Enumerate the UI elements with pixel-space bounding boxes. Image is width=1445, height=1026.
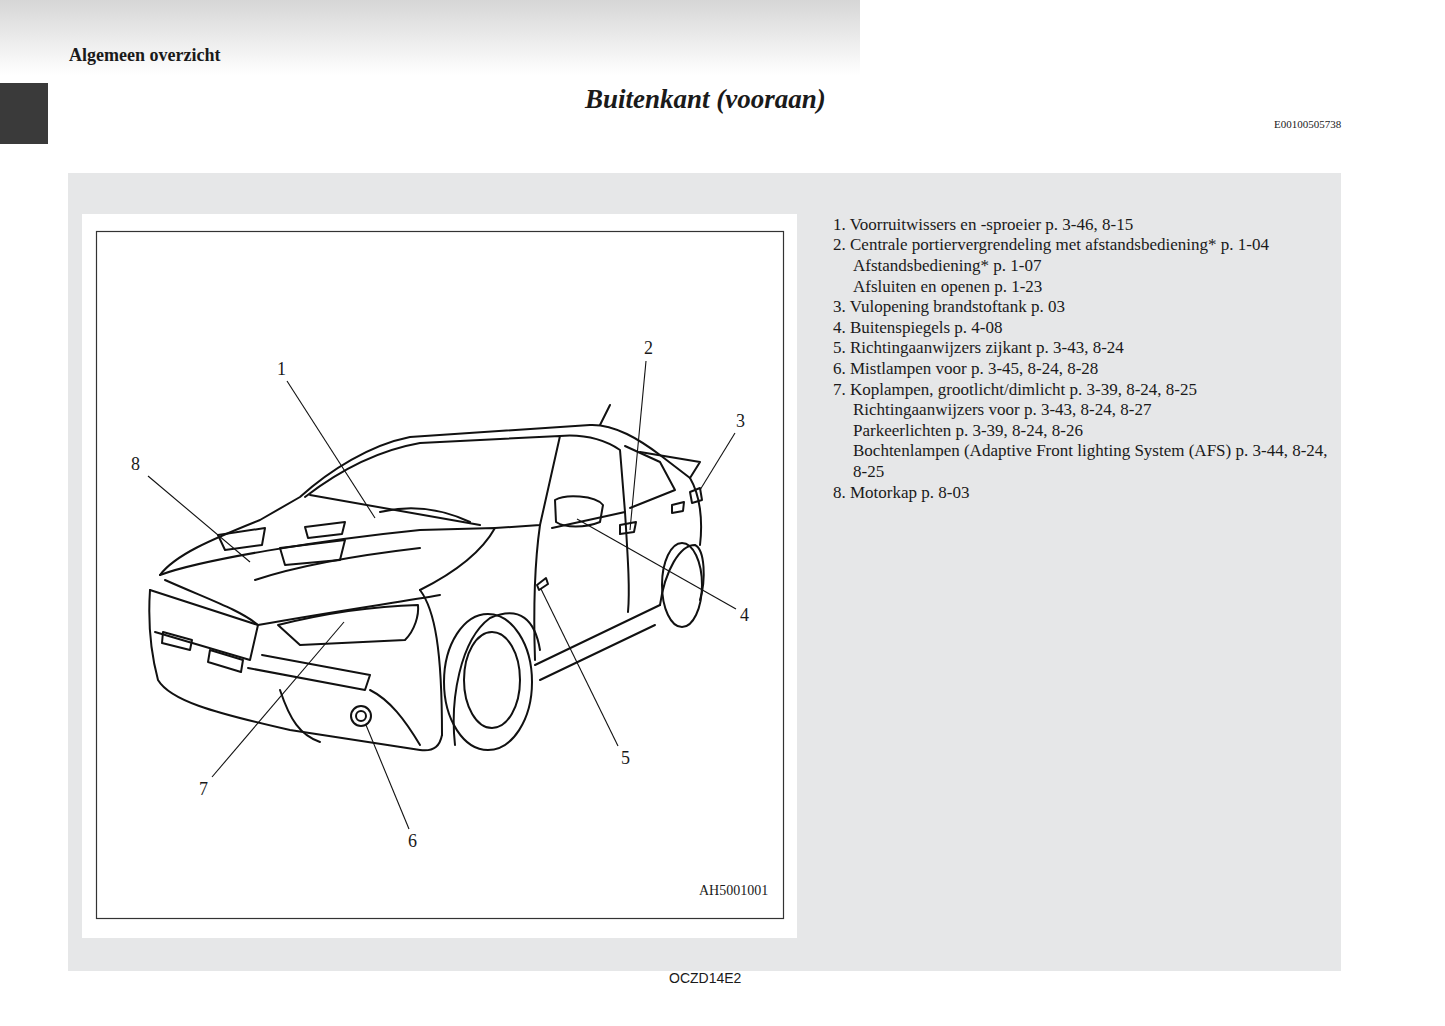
legend-entry: 1. Voorruitwissers en -sproeier p. 3-46,…: [833, 215, 1133, 236]
page-code: OCZD14E2: [669, 970, 741, 986]
legend-entry: Afsluiten en openen p. 1-23: [853, 277, 1042, 298]
callout-number: 8: [131, 454, 140, 475]
callout-number: 7: [199, 779, 208, 800]
legend-entry: 2. Centrale portiervergrendeling met afs…: [833, 235, 1269, 256]
callout-number: 2: [644, 338, 653, 359]
legend-entry: Afstandsbediening* p. 1-07: [853, 256, 1041, 277]
callout-number: 4: [740, 605, 749, 626]
legend-entry: 3. Vulopening brandstoftank p. 03: [833, 297, 1065, 318]
legend-entry: Bochtenlampen (Adaptive Front lighting S…: [853, 441, 1328, 482]
callout-number: 5: [621, 748, 630, 769]
callout-number: 3: [736, 411, 745, 432]
legend-entry: 5. Richtingaanwijzers zijkant p. 3-43, 8…: [833, 338, 1124, 359]
legend-entry: 4. Buitenspiegels p. 4-08: [833, 318, 1003, 339]
callout-number: 1: [277, 359, 286, 380]
legend-entry: 6. Mistlampen voor p. 3-45, 8-24, 8-28: [833, 359, 1098, 380]
legend-entry: 8. Motorkap p. 8-03: [833, 483, 969, 504]
page-title: Buitenkant (vooraan): [585, 84, 826, 115]
figure-code: AH5001001: [699, 883, 768, 899]
white-panel: [82, 214, 797, 938]
chapter-tab: [0, 83, 48, 144]
legend-entry: Richtingaanwijzers voor p. 3-43, 8-24, 8…: [853, 400, 1151, 421]
doc-code: E00100505738: [1274, 118, 1341, 130]
callout-number: 6: [408, 831, 417, 852]
section-header: Algemeen overzicht: [69, 45, 220, 66]
legend-entry: Parkeerlichten p. 3-39, 8-24, 8-26: [853, 421, 1083, 442]
legend-entry: 7. Koplampen, grootlicht/dimlicht p. 3-3…: [833, 380, 1197, 401]
